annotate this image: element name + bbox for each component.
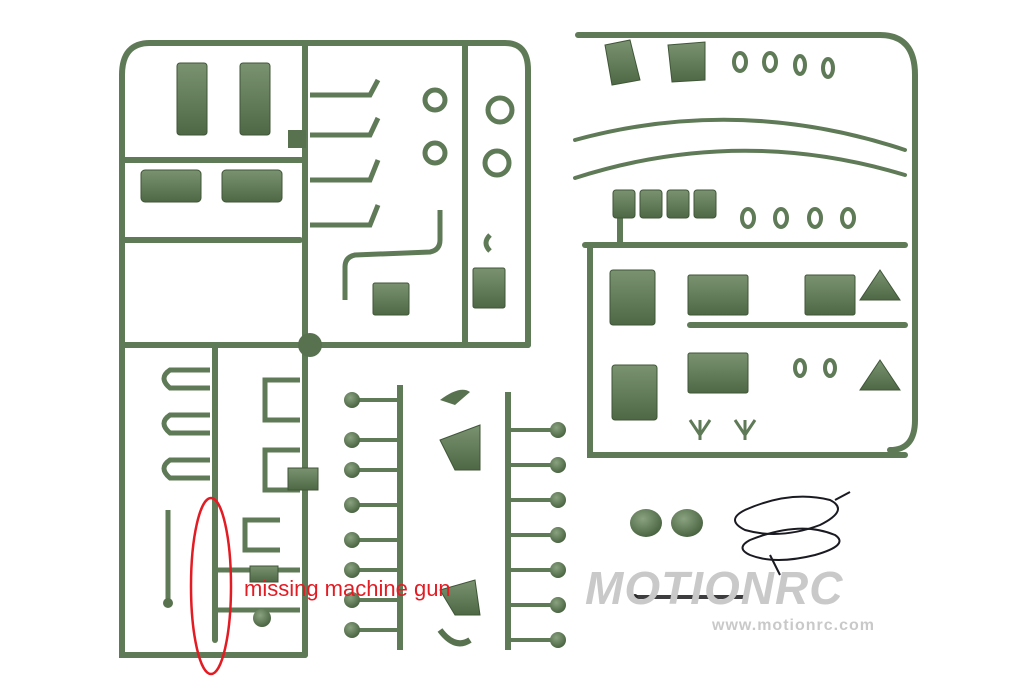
hatch-parts — [140, 62, 306, 203]
small-blocks — [163, 467, 319, 627]
annotation-label: missing machine gun — [244, 576, 451, 601]
box-parts — [298, 267, 506, 357]
right-sprue-frame — [573, 32, 918, 458]
antenna-rod — [632, 594, 748, 600]
knob-sprue-middle — [344, 385, 566, 650]
rake-parts — [688, 419, 757, 440]
annotation-ellipse — [189, 496, 233, 676]
tool-parts — [310, 78, 515, 300]
right-top-parts — [604, 39, 717, 219]
watermark-url: www.motionrc.com — [712, 617, 875, 634]
chain-links — [732, 51, 856, 378]
headlight-domes — [630, 509, 703, 537]
watermark-brand: MOTIONRC — [585, 562, 844, 614]
antenna-cables — [734, 491, 851, 576]
jerry-cans — [609, 269, 901, 421]
